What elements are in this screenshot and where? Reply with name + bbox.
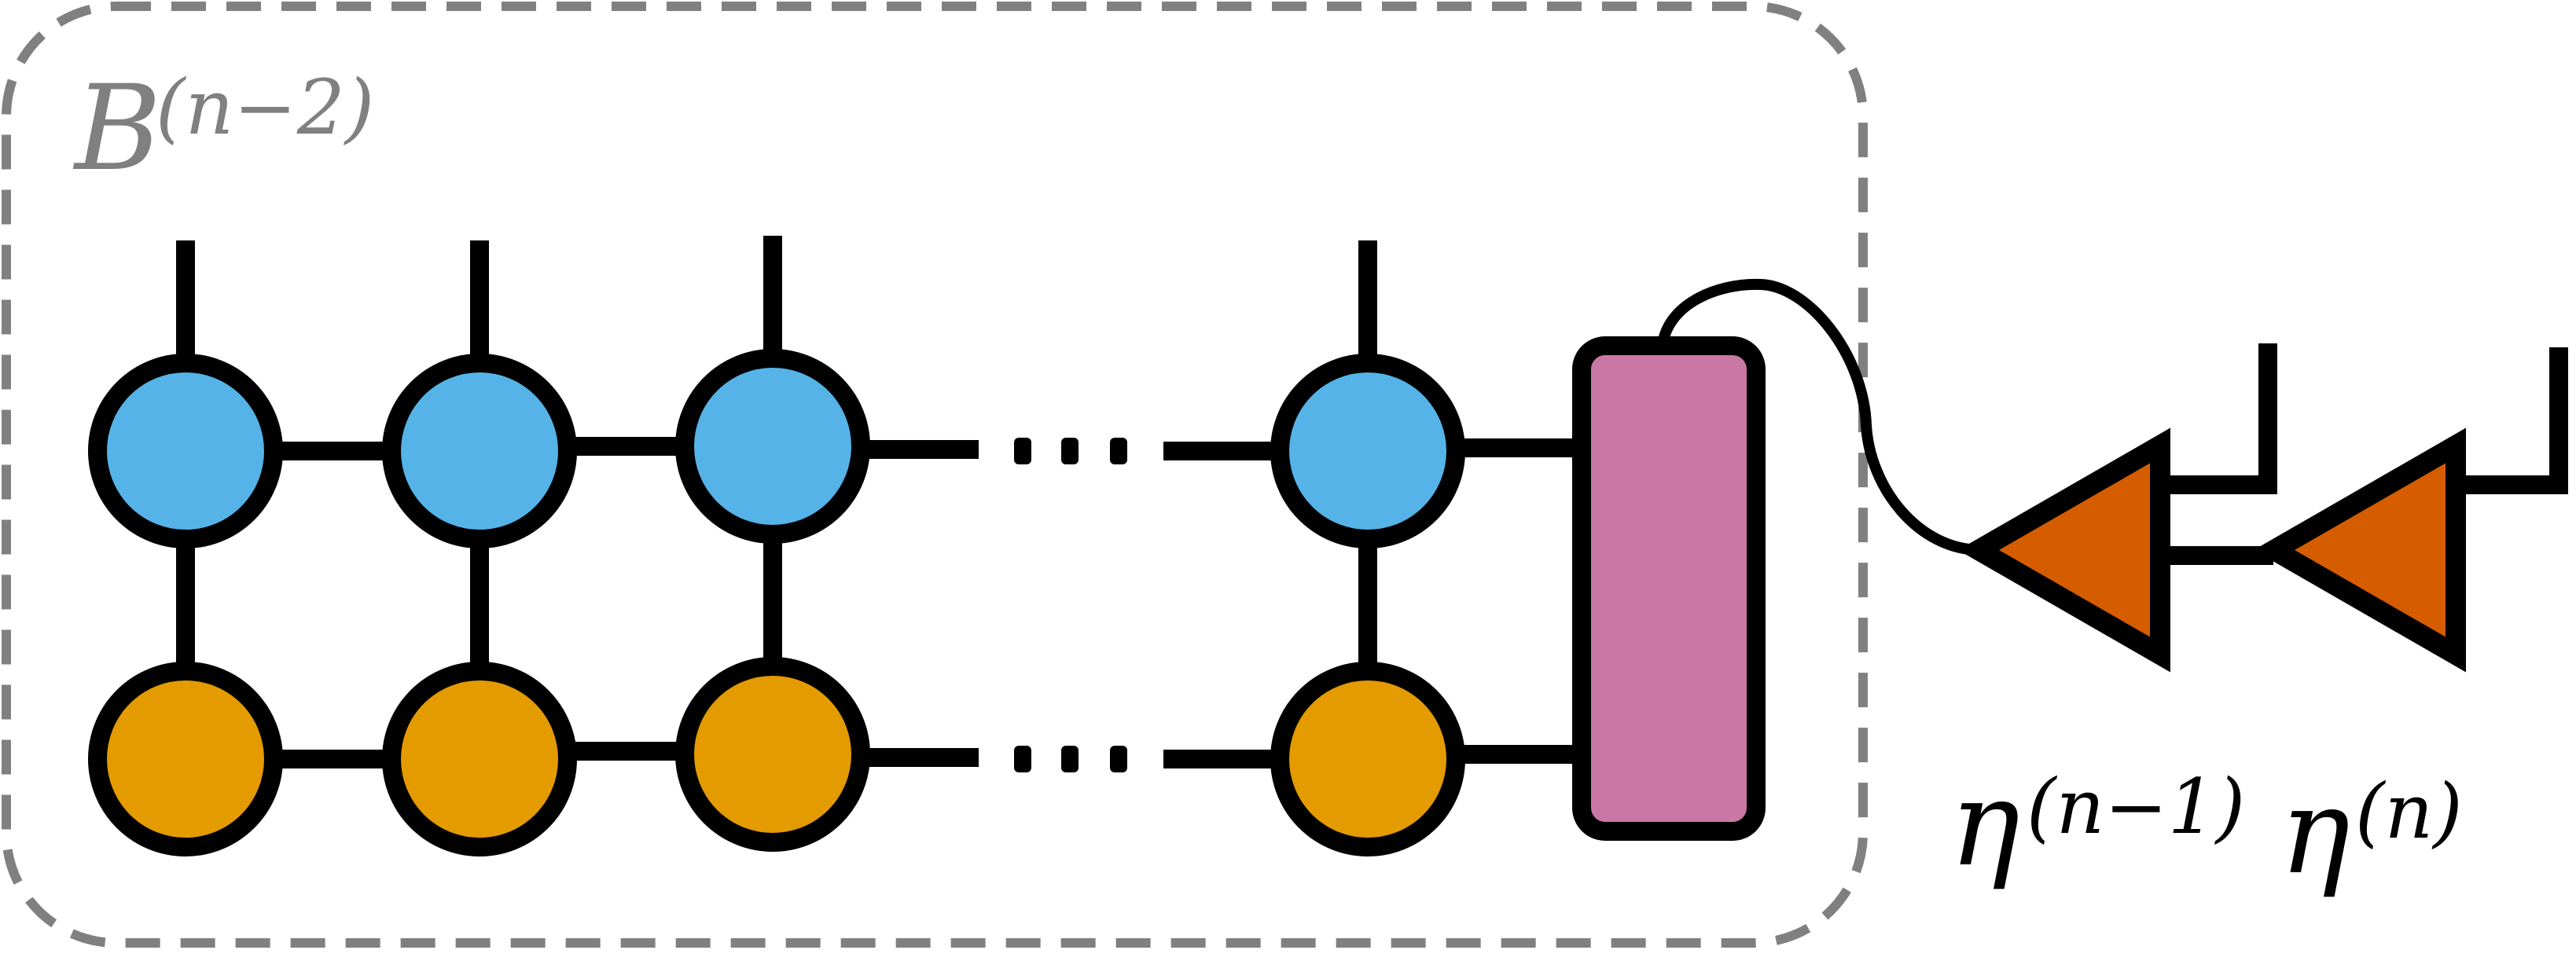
top-node: [675, 349, 870, 544]
block-boundary-dashed: [2, 2, 1868, 948]
eta-prev-label: η: [1949, 756, 2020, 893]
eta-prev-triangle: [1957, 427, 2170, 673]
block-label: B: [72, 61, 161, 197]
ellipsis-bottom: [1014, 746, 1127, 772]
environment-block: [1572, 336, 1766, 841]
top-node: [382, 354, 577, 548]
top-node: [88, 354, 283, 548]
eta-prev-leg: [2158, 343, 2277, 494]
eta-prev-label-superscript: (n−1): [2027, 763, 2245, 851]
block-label-superscript: (n−2): [156, 64, 374, 152]
bottom-node: [1270, 662, 1465, 856]
bottom-node: [382, 662, 577, 856]
top-node: [1270, 354, 1465, 548]
bonds: [176, 236, 1580, 768]
bottom-row-nodes: [88, 657, 1465, 856]
triangle-legs: [2158, 343, 2568, 565]
eta-curr-triangle: [2253, 427, 2466, 673]
eta-curr-label: η: [2280, 764, 2350, 900]
ellipsis-top: [1014, 438, 1127, 464]
eta-curr-leg: [2457, 347, 2568, 494]
eta-curr-label-superscript: (n): [2355, 768, 2463, 856]
connector-curve: [1657, 278, 1982, 556]
bottom-node: [88, 662, 283, 856]
top-row-nodes: [88, 349, 1465, 548]
bottom-node: [675, 657, 870, 852]
